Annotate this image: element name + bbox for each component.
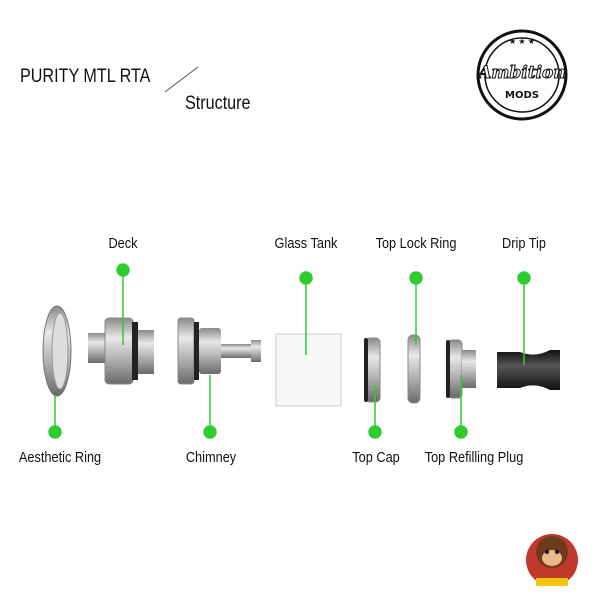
top-cap-part — [364, 337, 381, 403]
label-top-lock-ring: Top Lock Ring — [375, 236, 457, 252]
deck-part — [88, 317, 154, 385]
label-aesthetic-ring: Aesthetic Ring — [18, 450, 102, 466]
ambition-mods-logo: Ambition MODS ★ ★ ★ — [476, 29, 568, 121]
chimney-marker — [203, 425, 217, 439]
svg-text:★ ★ ★: ★ ★ ★ — [509, 37, 535, 46]
top-cap-marker — [368, 425, 382, 439]
aesthetic-ring-marker — [48, 425, 62, 439]
glass-tank-part — [275, 333, 342, 407]
label-deck: Deck — [108, 236, 138, 252]
top-lock-ring-part — [407, 334, 421, 404]
glass-tank-marker — [299, 271, 313, 285]
svg-text:Ambition: Ambition — [476, 63, 566, 83]
title-divider-slash — [164, 66, 199, 93]
product-title: PURITY MTL RTA — [20, 66, 151, 87]
chimney-part — [177, 317, 261, 385]
top-refilling-plug-part — [446, 339, 476, 399]
label-chimney: Chimney — [185, 450, 237, 466]
monkey-mascot-logo — [526, 534, 578, 586]
label-glass-tank: Glass Tank — [274, 236, 338, 252]
label-top-refilling-plug: Top Refilling Plug — [424, 450, 524, 466]
drip-tip-part — [497, 350, 560, 390]
label-drip-tip: Drip Tip — [502, 236, 546, 252]
label-top-cap: Top Cap — [352, 450, 400, 466]
drip-tip-marker — [517, 271, 531, 285]
deck-marker — [116, 263, 130, 277]
aesthetic-ring-part — [42, 305, 72, 397]
svg-text:MODS: MODS — [505, 90, 539, 101]
top-lock-ring-marker — [409, 271, 423, 285]
section-subtitle: Structure — [185, 93, 251, 114]
top-refilling-plug-marker — [454, 425, 468, 439]
